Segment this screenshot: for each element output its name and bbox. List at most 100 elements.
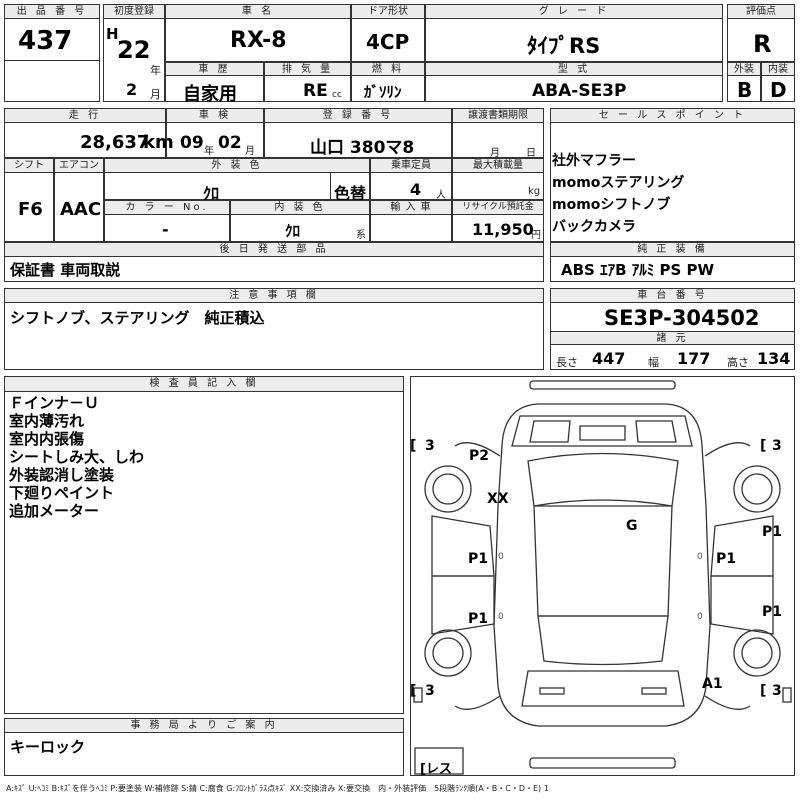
ac-label: エアコン <box>54 158 104 173</box>
inspection-year-unit: 年 <box>204 146 214 157</box>
capacity: 4 <box>410 180 422 199</box>
sales-point: momoステアリング <box>552 175 685 191</box>
later-parts: 保証書 車両取説 <box>10 261 121 279</box>
sales-point: 社外マフラー <box>552 153 636 169</box>
tire-depth-fl: 3 <box>425 438 435 454</box>
spec-label: 諸 元 <box>550 331 795 345</box>
inspector-item: 室内内張傷 <box>9 430 85 448</box>
office-label: 事 務 局 よ り ご 案 内 <box>4 718 404 733</box>
office-text: キーロック <box>10 738 86 756</box>
transfer-label: 譲渡書類期限 <box>452 108 544 123</box>
length-label: 長さ <box>556 356 578 369</box>
color-number: - <box>162 220 169 239</box>
exterior-score: B <box>737 78 753 102</box>
damage-mark: P1 <box>716 551 737 567</box>
color-change: 色替 <box>334 184 367 203</box>
lot-divider <box>4 60 100 61</box>
width-label: 幅 <box>648 356 659 369</box>
inspector-item: シートしみ大、しわ <box>9 448 145 466</box>
legend: A:ｷｽﾞ U:ﾍｺﾐ B:ｷｽﾞを伴うﾍｺﾐ P:要塗装 W:補修跡 S:錆 … <box>6 784 549 793</box>
sales-point: バックカメラ <box>552 219 636 235</box>
color-no-label: カ ラ ー No. <box>104 200 230 215</box>
history-label: 車 歴 <box>165 62 264 76</box>
plate-label: 登 録 番 号 <box>264 108 452 123</box>
length: 447 <box>592 349 626 368</box>
inspection-year: 09 <box>180 133 204 153</box>
first-reg-month: 2 <box>126 80 138 99</box>
capacity-unit: 人 <box>436 190 446 201</box>
color-label: 外 装 色 <box>104 158 370 173</box>
damage-mark: XX <box>487 491 509 507</box>
recycle-label: リサイクル預託金 <box>452 200 544 215</box>
recycle-fee: 11,950 <box>472 220 534 239</box>
door-label: ドア形状 <box>351 4 425 19</box>
load-unit: kg <box>528 186 541 197</box>
damage-mark: G <box>626 518 638 534</box>
door-handle-mark: 0 <box>498 552 504 562</box>
chassis-label: 車 台 番 号 <box>550 288 795 303</box>
equip-label: 純 正 装 備 <box>550 242 795 257</box>
notes-label: 注 意 事 項 欄 <box>4 288 544 303</box>
shift-label: シフト <box>4 158 54 173</box>
import-label: 輸 入 車 <box>370 200 452 215</box>
mileage-label: 走 行 <box>4 108 166 123</box>
damage-mark: P1 <box>468 551 489 567</box>
diagram-box <box>410 376 795 776</box>
car-diagram <box>413 380 792 775</box>
color-change-divider <box>330 173 331 200</box>
damage-mark: A1 <box>702 676 723 692</box>
recycle-unit: 円 <box>531 230 541 241</box>
shift-value: F6 <box>18 199 43 220</box>
load-label: 最大積載量 <box>452 158 544 173</box>
inspection-label: 車 検 <box>166 108 264 123</box>
tire-depth-fr-bracket: [ <box>760 438 767 454</box>
capacity-label: 乗車定員 <box>370 158 452 173</box>
interior-color-unit: 系 <box>356 230 366 241</box>
chassis-number: SE3P-304502 <box>604 306 760 330</box>
first-reg-year: 22 <box>117 36 151 64</box>
damage-mark: P2 <box>469 448 490 464</box>
notes-text: シフトノブ、ステアリング 純正積込 <box>10 309 265 327</box>
score: R <box>753 30 772 58</box>
damage-mark: P1 <box>762 524 783 540</box>
door-handle-mark: 0 <box>697 612 703 622</box>
displacement-label: 排 気 量 <box>264 62 351 76</box>
model-label: 型 式 <box>425 62 723 76</box>
sales-point: momoシフトノブ <box>552 197 671 213</box>
tire-depth-fl-bracket: [ <box>410 438 417 454</box>
int-color-label: 内 装 色 <box>230 200 370 215</box>
inspection-month-unit: 月 <box>245 146 255 157</box>
height-label: 高さ <box>727 356 749 369</box>
sales-label: セ ー ル ス ポ イ ン ト <box>550 108 795 123</box>
displacement-unit: cc <box>332 90 342 100</box>
exterior-color: ｸﾛ <box>203 184 220 203</box>
tire-depth-rr-bracket: [ <box>760 683 767 699</box>
width: 177 <box>677 349 711 368</box>
door-handle-mark: 0 <box>498 612 504 622</box>
transfer-month-unit: 月 <box>490 148 500 159</box>
lot-number: 437 <box>18 26 73 56</box>
inspection-month: 02 <box>218 133 242 153</box>
lot-label: 出 品 番 号 <box>4 4 100 19</box>
model-code: ABA-SE3P <box>532 81 627 101</box>
car-name: RX-8 <box>230 28 287 53</box>
height: 134 <box>757 349 791 368</box>
interior-color: ｸﾛ <box>285 222 301 240</box>
first-reg-label: 初度登録 <box>103 4 165 19</box>
mileage: 28,637 <box>80 132 150 153</box>
tire-depth-rr: 3 <box>772 683 782 699</box>
score-label: 評価点 <box>727 4 795 19</box>
transfer-day-unit: 日 <box>526 148 536 159</box>
interior-label: 内装 <box>761 62 795 76</box>
displacement: RE <box>303 81 328 101</box>
grade: ﾀｲﾌﾟRS <box>527 34 601 58</box>
exterior-label: 外装 <box>727 62 761 76</box>
plate-number: 山口 380マ8 <box>310 138 415 158</box>
inspector-label: 検 査 員 記 入 欄 <box>4 376 404 392</box>
car-name-label: 車 名 <box>165 4 351 19</box>
interior-score: D <box>770 78 787 102</box>
fuel: ｶﾞｿﾘﾝ <box>364 83 402 101</box>
tire-depth-rl-bracket: [ <box>410 683 417 699</box>
year-unit: 年 <box>150 64 161 77</box>
inspector-item: 追加メーター <box>9 502 100 520</box>
